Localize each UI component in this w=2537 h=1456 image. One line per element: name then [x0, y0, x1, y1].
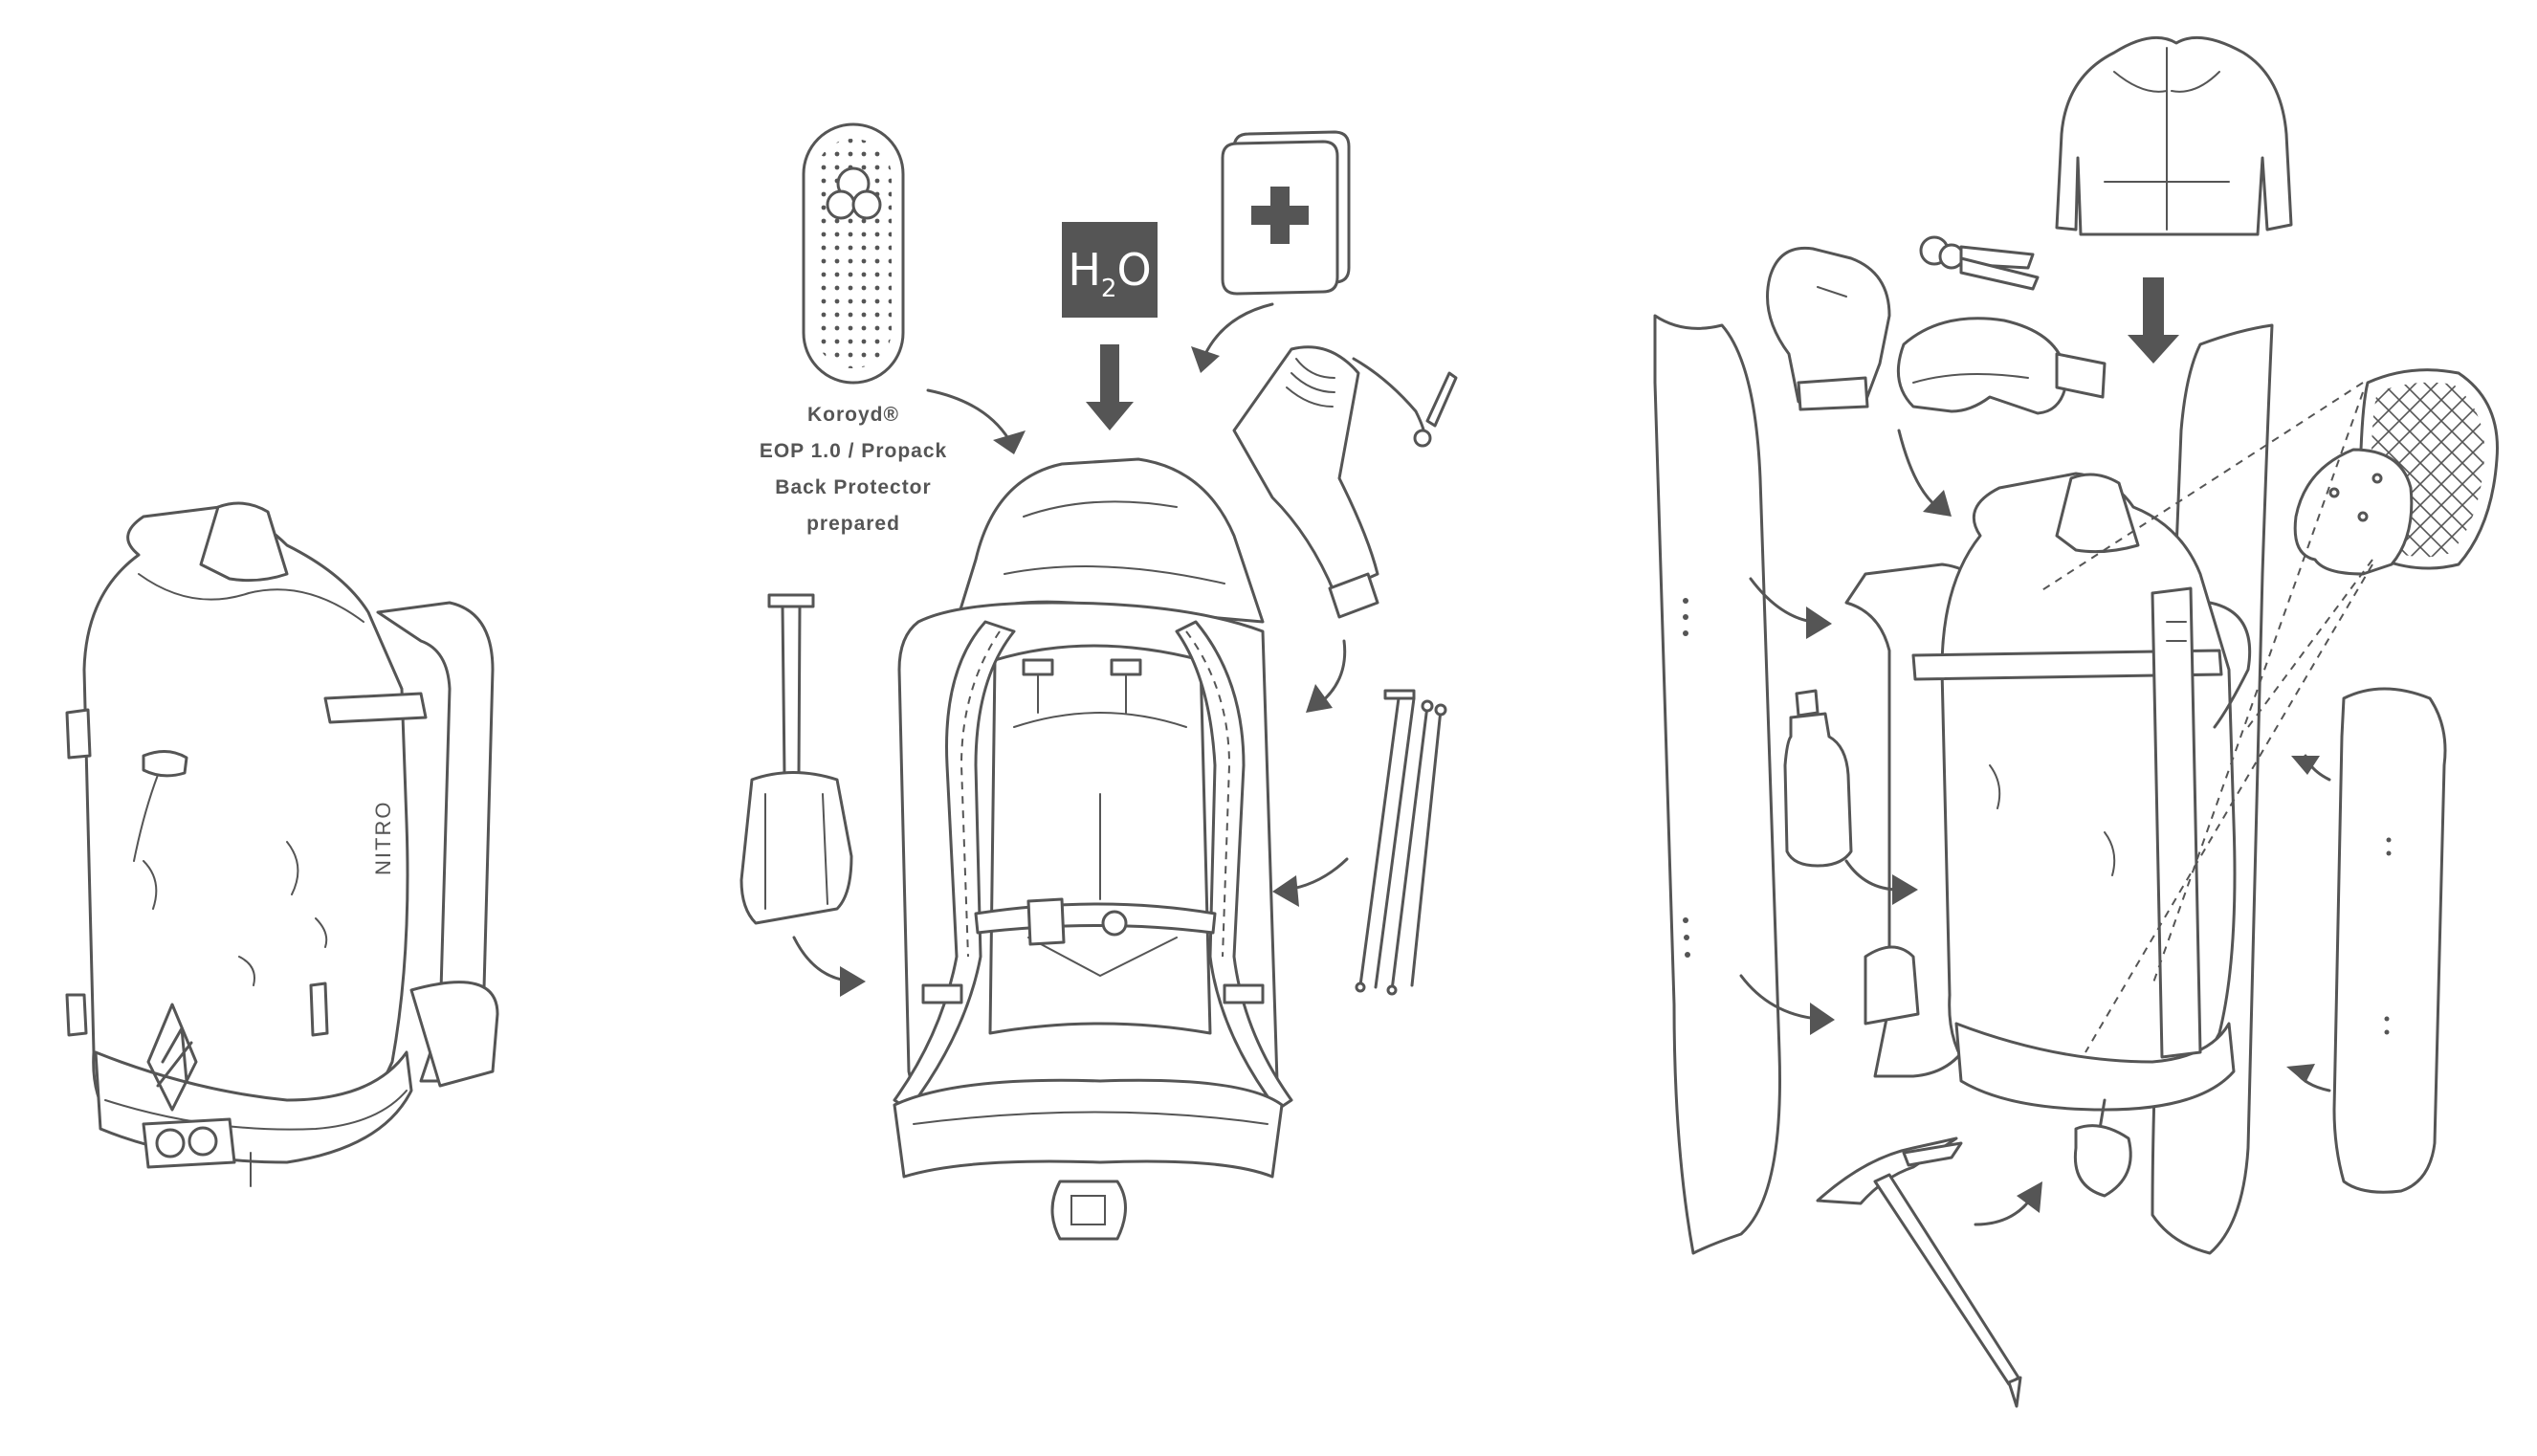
water-label-h: H	[1068, 244, 1101, 296]
shovel-icon	[739, 593, 853, 925]
arrow-icon	[926, 388, 1026, 454]
back-protector-icon	[802, 122, 905, 385]
probe-icon	[1355, 689, 1447, 996]
arrow-icon	[1749, 577, 1832, 639]
keys-icon	[1919, 235, 2040, 291]
svg-text:H2O: H2O	[1068, 244, 1151, 303]
goggles-icon	[1896, 317, 2107, 415]
arrow-icon	[1272, 857, 1349, 907]
water-label-subscript: 2	[1101, 275, 1117, 303]
probe-bag-icon	[1232, 345, 1458, 619]
jacket-icon	[2055, 35, 2293, 236]
arrow-icon	[1086, 344, 1134, 430]
ice-axe-icon	[1816, 1136, 2022, 1408]
helmet-icon	[2293, 368, 2499, 576]
arrow-icon	[2128, 277, 2179, 364]
snowboard-icon	[2332, 687, 2447, 1194]
mitten-icon	[1766, 246, 1891, 411]
backpack-brand-label: NITRO	[371, 801, 395, 875]
arrow-icon	[1844, 859, 1918, 905]
backpack-back-icon	[893, 457, 1293, 1241]
arrow-icon	[792, 936, 866, 997]
water-icon: H2O	[1062, 222, 1158, 318]
snowboard-icon	[1653, 314, 1781, 1255]
arrow-icon	[2291, 754, 2331, 782]
backpack-loaded-icon	[1844, 472, 2252, 1198]
arrow-icon	[1739, 974, 1835, 1035]
caption-line-4: prepared	[806, 513, 900, 535]
arrow-icon	[1306, 639, 1347, 713]
guide-lines	[2037, 382, 2373, 1053]
arrow-icon	[1974, 1181, 2042, 1226]
arrow-icon	[1897, 429, 1952, 517]
first-aid-kit-icon	[1221, 130, 1351, 296]
arrow-icon	[1191, 302, 1274, 373]
water-label-o: O	[1116, 244, 1151, 296]
bottle-icon	[1783, 689, 1853, 868]
back-protector-caption: Koroyd® EOP 1.0 / Propack Back Protector…	[760, 404, 947, 535]
caption-line-2: EOP 1.0 / Propack	[760, 440, 947, 462]
backpack-closed-icon: NITRO	[65, 501, 499, 1187]
arrow-icon	[2286, 1064, 2331, 1092]
caption-line-3: Back Protector	[775, 476, 931, 498]
caption-line-1: Koroyd®	[807, 404, 899, 426]
